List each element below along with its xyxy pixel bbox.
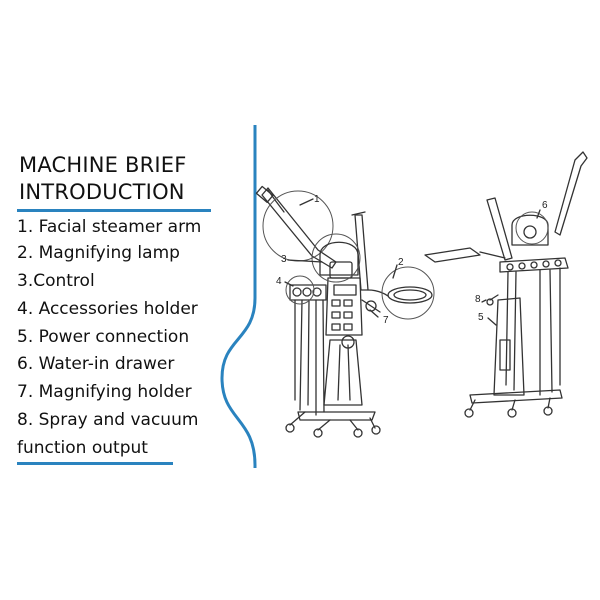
machine-column bbox=[323, 339, 363, 406]
callout-label-4: 4 bbox=[276, 276, 282, 287]
magnifying-lamp bbox=[387, 286, 433, 304]
divider-curve bbox=[220, 125, 257, 468]
list-item-water-in-drawer: 6. Water-in drawer bbox=[17, 354, 175, 374]
back-magnifying-lamp bbox=[424, 247, 481, 263]
magnifying-holder bbox=[361, 299, 381, 313]
list-item-magnifying-holder: 7. Magnifying holder bbox=[17, 382, 192, 402]
callout-circle-6 bbox=[515, 211, 549, 245]
list-item-function-output: function output bbox=[17, 438, 148, 458]
title-line-2: INTRODUCTION bbox=[19, 180, 185, 204]
back-steamer-arm bbox=[554, 151, 588, 236]
list-item-facial-steamer-arm: 1. Facial steamer arm bbox=[17, 217, 202, 237]
list-item-power-connection: 5. Power connection bbox=[17, 327, 190, 347]
callout-label-3: 3 bbox=[281, 254, 287, 265]
callout-label-8: 8 bbox=[475, 294, 481, 305]
steamer-arm bbox=[261, 187, 337, 269]
list-item-magnifying-lamp: 2. Magnifying lamp bbox=[17, 243, 180, 263]
callout-label-5: 5 bbox=[478, 312, 484, 323]
callout-label-7: 7 bbox=[383, 315, 389, 326]
callout-label-1: 1 bbox=[314, 194, 320, 205]
list-item-control: 3.Control bbox=[17, 271, 95, 291]
page-title: MACHINE BRIEF INTRODUCTION bbox=[19, 152, 219, 206]
accessories-holder bbox=[289, 284, 327, 301]
back-lamp-pole bbox=[486, 197, 513, 261]
title-line-1: MACHINE BRIEF bbox=[19, 153, 187, 177]
back-base bbox=[469, 389, 563, 404]
callout-label-6: 6 bbox=[542, 200, 548, 211]
back-column bbox=[493, 297, 525, 396]
back-head bbox=[511, 214, 549, 246]
callout-circle-3 bbox=[311, 233, 361, 283]
lamp-pole bbox=[354, 214, 369, 291]
callout-label-2: 2 bbox=[398, 257, 404, 268]
callout-circle-2 bbox=[381, 266, 435, 320]
machine-front-view bbox=[255, 185, 435, 438]
list-item-spray-vacuum: 8. Spray and vacuum bbox=[17, 410, 199, 430]
machine-back-view bbox=[424, 151, 588, 418]
list-item-accessories-holder: 4. Accessories holder bbox=[17, 299, 198, 319]
machine-base bbox=[297, 411, 376, 421]
callout-circle-4 bbox=[285, 275, 315, 305]
list-underline bbox=[17, 462, 173, 465]
title-underline bbox=[17, 209, 211, 212]
